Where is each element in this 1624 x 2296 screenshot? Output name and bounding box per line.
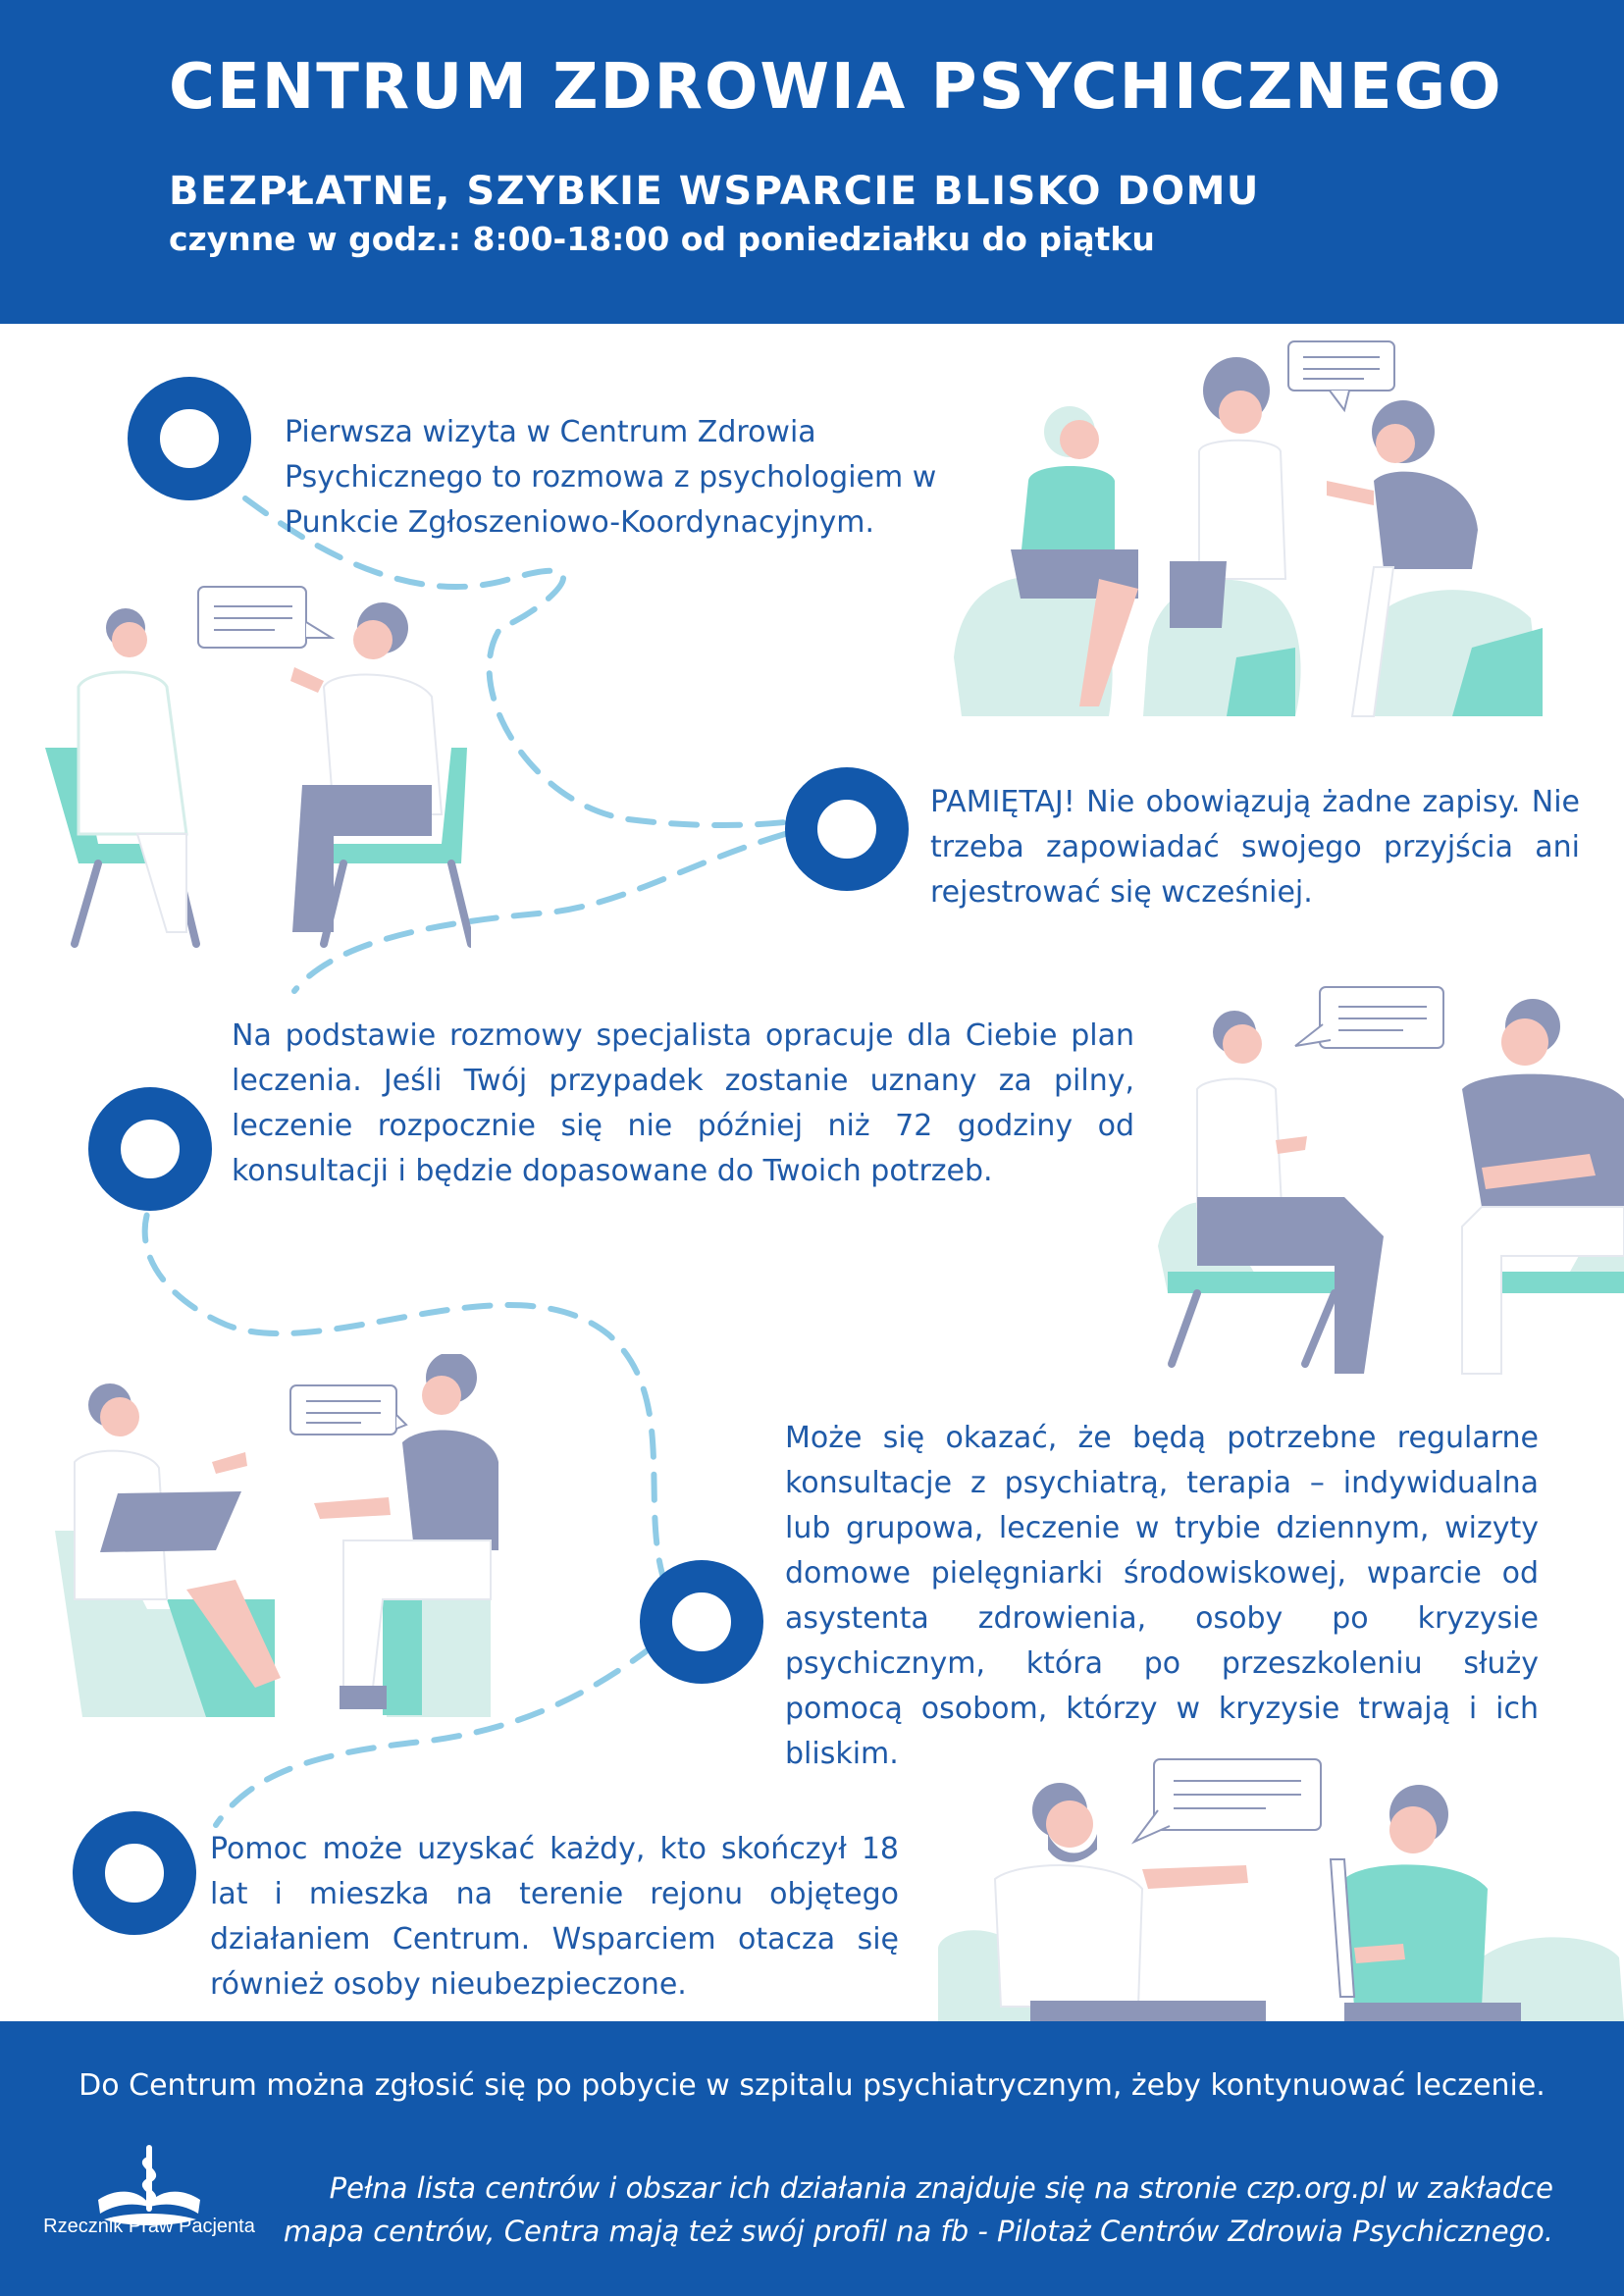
- step-1-ring: [128, 377, 251, 500]
- speech-bubble-icon: [1130, 1758, 1322, 1845]
- speech-bubble-icon: [197, 586, 336, 649]
- footer-note: Do Centrum można zgłosić się po pobycie …: [79, 2068, 1545, 2103]
- step-4-ring: [640, 1560, 763, 1684]
- step-5-ring: [73, 1811, 196, 1935]
- step-1-text: Pierwsza wizyta w Centrum Zdrowia Psychi…: [285, 415, 937, 540]
- consultation-illustration-2: [1158, 986, 1624, 1375]
- step-2-ring: [785, 767, 909, 891]
- consultation-illustration-1: [45, 586, 471, 948]
- step-3-ring: [88, 1087, 212, 1211]
- speech-bubble-icon: [1287, 340, 1395, 413]
- logo-label: Rzecznik Praw Pacjenta: [43, 2216, 255, 2237]
- step-4-text: Może się okazać, że będą potrzebne regul…: [785, 1421, 1539, 1771]
- opening-hours: czynne w godz.: 8:00-18:00 od poniedział…: [169, 220, 1155, 258]
- step-5-text: Pomoc może uzyskać każdy, kto skończył 1…: [210, 1832, 899, 2002]
- speech-bubble-icon: [1294, 986, 1444, 1049]
- step-2-text: PAMIĘTAJ! Nie obowiązują żadne zapisy. N…: [930, 785, 1580, 910]
- page-subtitle: BEZPŁATNE, SZYBKIE WSPARCIE BLISKO DOMU: [169, 169, 1260, 214]
- step-3-text: Na podstawie rozmowy specjalista opracuj…: [232, 1018, 1134, 1188]
- patient-ombudsman-logo: [98, 2145, 200, 2225]
- footer-info: Pełna lista centrów i obszar ich działan…: [283, 2171, 1553, 2248]
- footer-banner: Do Centrum można zgłosić się po pobycie …: [0, 2021, 1624, 2296]
- group-therapy-illustration: [954, 340, 1543, 717]
- page-title: CENTRUM ZDROWIA PSYCHICZNEGO: [169, 51, 1503, 124]
- speech-bubble-icon: [289, 1384, 408, 1435]
- consultation-illustration-3: [55, 1354, 498, 1717]
- header-banner: CENTRUM ZDROWIA PSYCHICZNEGO BEZPŁATNE, …: [0, 0, 1624, 324]
- consultation-illustration-4: [938, 1758, 1624, 2021]
